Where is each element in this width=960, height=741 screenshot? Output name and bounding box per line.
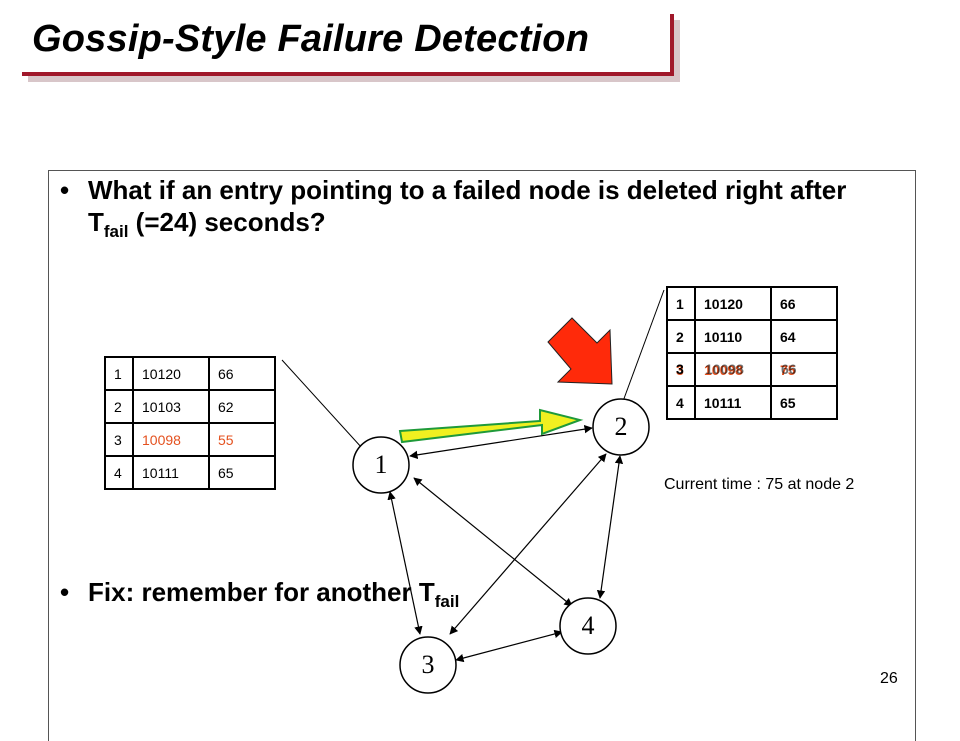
heartbeat-counter: 10103 xyxy=(132,389,210,424)
heartbeat-counter: 10111 xyxy=(694,385,772,420)
table2-leader-line xyxy=(621,289,665,405)
table-row: 3 10098 55 xyxy=(104,422,276,457)
table-row: 2 10110 64 xyxy=(666,319,838,354)
content-frame xyxy=(48,170,916,741)
node-2-label: 2 xyxy=(614,412,628,441)
member-id: 2 xyxy=(666,319,696,354)
current-time-status: Current time : 75 at node 2 xyxy=(664,476,855,493)
bullet-dot-icon: • xyxy=(60,577,70,607)
edge-2-4 xyxy=(596,455,624,599)
bullet-question-text: What if an entry pointing to a failed no… xyxy=(88,175,847,237)
node-4[interactable] xyxy=(559,597,617,655)
title-frame xyxy=(22,14,674,76)
bullet-dot-icon: • xyxy=(60,175,70,205)
edge-1-2 xyxy=(409,424,593,460)
slide-title: Gossip-Style Failure Detection xyxy=(32,18,590,60)
local-time: 66 xyxy=(770,286,838,321)
node-3-label: 3 xyxy=(421,650,435,679)
page-number: 26 xyxy=(880,670,898,687)
member-id: 1 xyxy=(666,286,696,321)
gossip-arrow-icon xyxy=(398,408,584,444)
node-3[interactable] xyxy=(399,636,457,694)
table-row: 4 10111 65 xyxy=(104,455,276,490)
heartbeat-counter: 10098 xyxy=(132,422,210,457)
heartbeat-red: 10098 xyxy=(704,361,743,378)
local-time: 66 xyxy=(208,356,276,391)
bullet-question-tail: (=24) seconds? xyxy=(128,207,326,237)
bullet-fix-text: Fix: remember for another T xyxy=(88,577,435,607)
membership-table-node-1: 1 10120 66 2 10103 62 3 10098 55 4 10111… xyxy=(104,356,276,490)
table-row: 1 10120 66 xyxy=(104,356,276,391)
table1-leader-line xyxy=(281,359,363,449)
local-time: 75 66 xyxy=(770,352,838,387)
table-row: 2 10103 62 xyxy=(104,389,276,424)
node-2[interactable] xyxy=(592,398,650,456)
bullet-question-sub: fail xyxy=(103,222,129,242)
local-time: 64 xyxy=(770,319,838,354)
edge-3-4 xyxy=(455,629,563,663)
table-row: 1 10120 66 xyxy=(666,286,838,321)
pointer-arrow-icon xyxy=(547,317,613,385)
local-time: 65 xyxy=(208,455,276,490)
edge-2-3 xyxy=(449,453,607,635)
node-1-label: 1 xyxy=(374,450,388,479)
heartbeat-counter: 10120 xyxy=(132,356,210,391)
member-id-overlay: 3 xyxy=(676,361,684,377)
heartbeat-counter: 10110 xyxy=(694,319,772,354)
member-id: 2 xyxy=(104,389,134,424)
local-time: 55 xyxy=(208,422,276,457)
table-row: 4 10111 65 xyxy=(666,385,838,420)
heartbeat-counter: 10120 xyxy=(694,286,772,321)
heartbeat-counter: 10098 10098 xyxy=(694,352,772,387)
membership-table-node-2: 1 10120 66 2 10110 64 3 3 10098 10098 75… xyxy=(666,286,838,420)
member-id: 1 xyxy=(104,356,134,391)
member-id: 4 xyxy=(666,385,696,420)
time-overlay: 66 xyxy=(781,361,797,377)
table-row-overlapping: 3 3 10098 10098 75 66 xyxy=(666,352,838,387)
node-4-label: 4 xyxy=(581,611,595,640)
network-diagram xyxy=(281,289,665,694)
member-id: 3 3 xyxy=(666,352,696,387)
bullet-question: • What if an entry pointing to a failed … xyxy=(60,174,888,248)
member-id-red: 3 xyxy=(676,361,684,378)
heartbeat-overlay: 10098 xyxy=(705,361,744,377)
node-1[interactable] xyxy=(352,436,410,494)
local-time: 65 xyxy=(770,385,838,420)
member-id: 3 xyxy=(104,422,134,457)
member-id: 4 xyxy=(104,455,134,490)
edge-1-4 xyxy=(413,477,573,607)
local-time: 62 xyxy=(208,389,276,424)
edge-1-3 xyxy=(387,491,423,635)
time-red: 75 xyxy=(780,361,796,378)
heartbeat-counter: 10111 xyxy=(132,455,210,490)
